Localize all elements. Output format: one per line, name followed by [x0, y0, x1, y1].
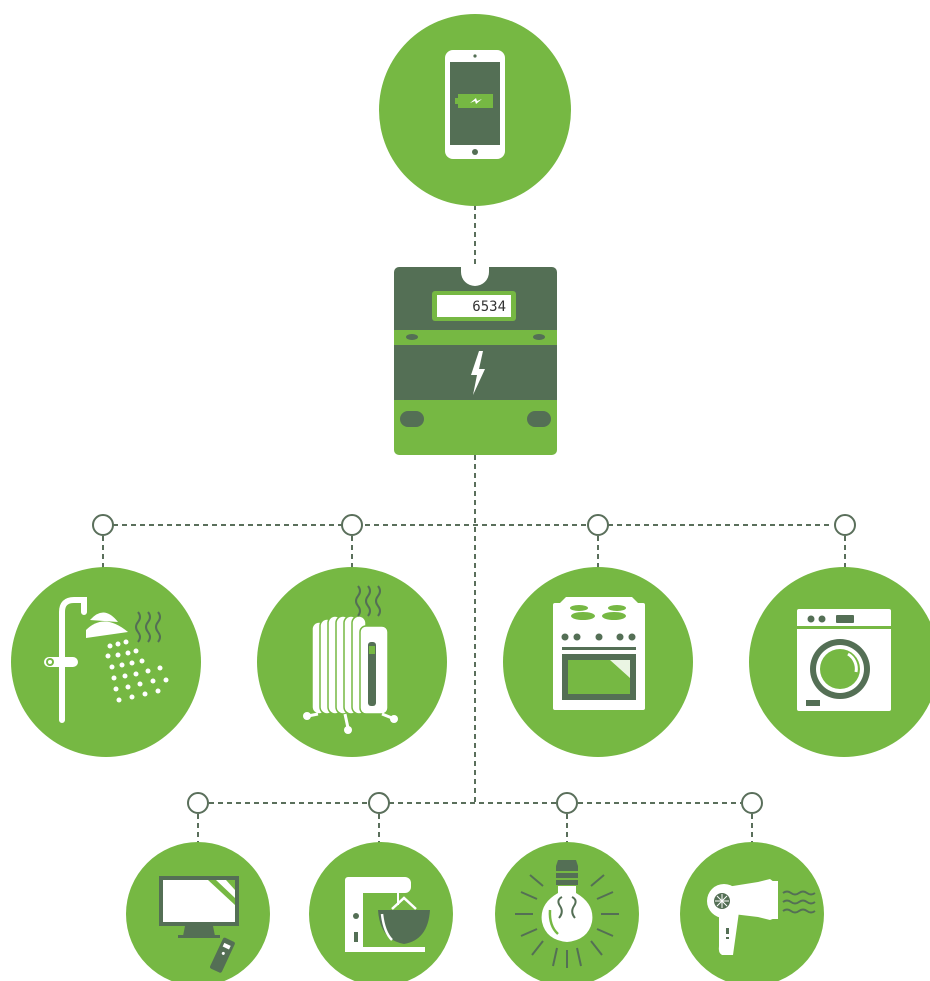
meter-display — [437, 295, 511, 317]
radiator-node — [257, 567, 447, 757]
stand-mixer-icon — [345, 877, 430, 952]
shower-circle — [11, 567, 201, 757]
tv-remote-icon — [159, 876, 239, 973]
smartphone-battery-icon — [445, 50, 505, 159]
electric-stove-oven-icon — [553, 597, 645, 710]
tv-node — [126, 842, 270, 981]
electricity-meter: 6534 — [394, 267, 557, 455]
light-bulb-icon — [515, 860, 619, 968]
junction-node — [834, 514, 856, 536]
lightning-icon — [471, 351, 485, 395]
hair-dryer-icon — [707, 879, 816, 955]
junction-nodes — [92, 514, 856, 814]
stove-node — [503, 567, 693, 757]
junction-node — [92, 514, 114, 536]
meter-body-bottom — [394, 395, 557, 455]
washing-machine-node — [749, 567, 930, 757]
meter-band — [394, 330, 557, 345]
oil-radiator-heater-icon — [303, 585, 398, 734]
connector-lines — [102, 205, 846, 845]
shower-node — [11, 567, 201, 757]
junction-node — [187, 792, 209, 814]
bulb-node — [495, 842, 639, 981]
junction-node — [741, 792, 763, 814]
shower-icon — [44, 597, 169, 723]
junction-node — [587, 514, 609, 536]
smartphone-node — [379, 14, 571, 206]
junction-node — [556, 792, 578, 814]
meter-notch — [461, 267, 489, 286]
washing-machine-icon — [797, 609, 891, 711]
junction-node — [341, 514, 363, 536]
junction-node — [368, 792, 390, 814]
mixer-node — [309, 842, 453, 981]
meter-reading: 6534 — [472, 299, 506, 315]
hairdryer-node — [680, 842, 824, 981]
